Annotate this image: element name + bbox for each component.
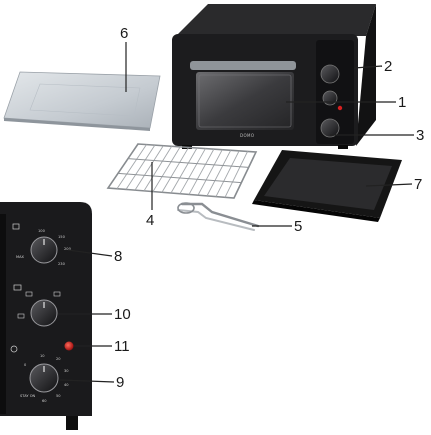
oven-side: [356, 4, 376, 146]
top-heat-icon: [53, 291, 61, 297]
foot: [66, 416, 78, 430]
rack-wire: [188, 148, 215, 195]
temp-mark: MAX: [16, 255, 25, 259]
rack-wire: [206, 150, 232, 197]
callout-9: 9: [116, 374, 124, 391]
rack-crossbar: [127, 158, 249, 168]
callout-6: 6: [120, 25, 128, 42]
rack-wire: [197, 149, 223, 196]
clock-icon: [10, 345, 18, 353]
temp-mark: 100: [38, 229, 46, 233]
function-control: [13, 284, 61, 327]
temperature-knob: [30, 236, 58, 264]
temp-mark: 230: [58, 262, 66, 266]
temperature-control: 100 150 200 230 MAX: [12, 223, 72, 266]
timer-knob: [29, 363, 59, 393]
rack-crossbar: [117, 172, 242, 184]
timer-mark: 30: [64, 369, 69, 373]
callout-8: 8: [114, 248, 122, 265]
rack-wire: [215, 150, 240, 197]
oven-function-knob: [322, 90, 338, 106]
timer-mark: 0: [24, 363, 27, 367]
callout-1: 1: [398, 94, 406, 111]
baking-tray: [252, 150, 402, 222]
rack-wire: [152, 146, 181, 192]
rack-wire: [125, 144, 156, 190]
callout-5: 5: [294, 218, 302, 235]
temp-mark: 150: [58, 235, 66, 239]
callout-7: 7: [414, 176, 422, 193]
door-handle: [190, 61, 296, 70]
door-window: [196, 72, 294, 130]
callout-10: 10: [114, 306, 131, 323]
leader-8: [67, 249, 113, 257]
control-panel-closeup: 100 150 200 230 MAX 0 10 20 30 40: [0, 202, 92, 430]
oven-top: [176, 4, 376, 36]
temp-mark: 200: [64, 247, 72, 251]
rack-wire: [224, 151, 248, 198]
callout-3: 3: [416, 127, 424, 144]
timer-control: 0 10 20 30 40 50 60 STAY ON: [10, 345, 69, 403]
indicator-light: [64, 341, 74, 351]
tray-handle: [177, 202, 260, 231]
oven: DOMO: [172, 4, 376, 149]
thermometer-icon: [12, 223, 20, 230]
leader-lines: [58, 42, 414, 383]
crumb-tray: [3, 71, 161, 131]
timer-mark: 40: [64, 383, 69, 387]
timer-mark: 20: [56, 357, 61, 361]
rack-wires: [116, 144, 249, 198]
leader-7: [365, 183, 413, 187]
rack-wire: [143, 146, 173, 192]
callout-numbers: 6 2 1 3 7 4 5 8 10 11 9: [114, 25, 424, 391]
rack-wire: [179, 148, 206, 194]
leader-2: [353, 65, 383, 69]
rack-wire: [134, 145, 164, 191]
function-knob: [30, 299, 58, 327]
oven-timer-knob: [320, 118, 340, 138]
rack-wire: [170, 147, 198, 194]
timer-mark: STAY ON: [20, 394, 36, 398]
rack-wire: [161, 147, 189, 193]
oven-indicator-light: [337, 105, 343, 111]
top-bottom-heat-icon: [17, 313, 25, 319]
leader-9: [59, 379, 115, 383]
oven-temperature-knob: [320, 64, 340, 84]
brand-logo: DOMO: [240, 133, 254, 138]
bottom-heat-icon: [25, 291, 33, 297]
timer-mark: 10: [40, 354, 45, 358]
callout-4: 4: [146, 212, 154, 229]
rack-wire: [116, 144, 147, 189]
timer-mark: 60: [42, 399, 47, 403]
callout-2: 2: [384, 58, 392, 75]
callout-11: 11: [114, 338, 130, 355]
oven-mode-icon: [13, 284, 22, 291]
timer-mark: 50: [56, 394, 61, 398]
wire-rack: [106, 143, 258, 199]
